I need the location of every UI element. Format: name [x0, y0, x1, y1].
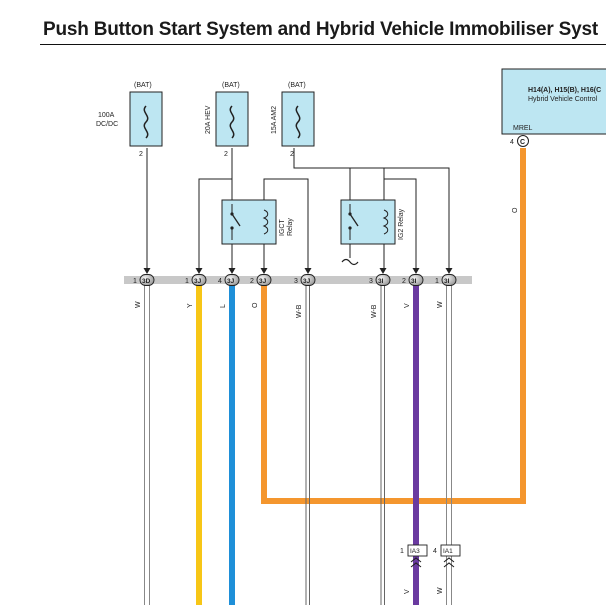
junction-connector-3j-3: 3 3J W-B	[294, 268, 316, 318]
junction-pin-number: 1	[435, 278, 439, 285]
igct-relay-label-b: Relay	[287, 218, 294, 236]
junction-connector-3i-3: 3 3I W-B	[369, 268, 391, 318]
wire-label-w-b: W-B	[371, 304, 378, 318]
junction-arrow-icon	[260, 268, 268, 274]
fuse-20a-icon	[229, 105, 235, 139]
fuse-20a-hev: (BAT) 20A HEV 2	[205, 82, 249, 158]
junction-connector-3d-1: 1 3D W	[133, 268, 155, 308]
ecu-wire-label: O	[512, 207, 519, 213]
junction-connector-id: 3D	[142, 278, 151, 285]
junction-connector-3j-1: 1 3J Y	[185, 268, 207, 308]
junction-bus-bar	[124, 276, 472, 284]
title-divider	[40, 44, 606, 45]
wire-w-b-3j	[305, 285, 310, 605]
junction-arrow-icon	[445, 268, 453, 274]
wire-label-w: W	[135, 301, 142, 308]
ecu-connector: C	[520, 139, 525, 146]
junction-connector-id: 3I	[444, 278, 450, 285]
junction-pin-number: 1	[185, 278, 189, 285]
ig2-relay-label: IG2 Relay	[398, 208, 405, 240]
junction-connector-3i-1: 1 3I W	[435, 268, 457, 308]
wire-o-loop	[261, 148, 526, 504]
ig2-coil-icon	[382, 209, 389, 235]
junction-connector-id: 3J	[194, 278, 202, 285]
fuse-100a-label-a: 100A	[98, 112, 115, 119]
ecu-terminal: MREL	[513, 125, 533, 132]
junction-arrow-icon	[228, 268, 236, 274]
wire-label-v: V	[404, 589, 411, 594]
junction-connector-id: 3J	[227, 278, 235, 285]
connector-chevron-icon	[443, 557, 455, 568]
junction-arrow-icon	[379, 268, 387, 274]
wire-label-l: L	[220, 304, 227, 308]
fuse-100a-label-b: DC/DC	[96, 121, 118, 128]
hybrid-vehicle-control-ecu: H14(A), H15(B), H16(C Hybrid Vehicle Con…	[501, 68, 606, 147]
junction-pin-number: 2	[402, 278, 406, 285]
fuse-100a-source: (BAT)	[134, 82, 152, 89]
ecu-pin: 4	[510, 139, 514, 146]
junction-pin-number: 3	[369, 278, 373, 285]
wire-label-o: O	[252, 302, 259, 308]
junction-connector-id: 3J	[259, 278, 267, 285]
junction-pin-number: 2	[250, 278, 254, 285]
wire-w-3d	[144, 285, 150, 605]
ecu-title: H14(A), H15(B), H16(C	[528, 87, 601, 94]
junction-arrow-icon	[143, 268, 151, 274]
wire-label-y: Y	[187, 303, 194, 308]
fuse-100a-pin: 2	[139, 151, 143, 158]
connector-id: IA3	[410, 548, 420, 555]
ecu-subtitle: Hybrid Vehicle Control	[528, 96, 598, 103]
junction-arrow-icon	[412, 268, 420, 274]
igct-relay: IGCT Relay	[221, 199, 294, 245]
fuse-100a-icon	[143, 105, 149, 139]
fuse-15a-icon	[295, 105, 301, 139]
fuse-15a-pin: 2	[290, 151, 294, 158]
junction-arrow-icon	[195, 268, 203, 274]
fuse-20a-source: (BAT)	[222, 82, 240, 89]
fuse-15a-label: 15A AM2	[271, 106, 278, 134]
fuse-20a-label: 20A HEV	[205, 105, 212, 134]
connector-pin-number: 1	[400, 548, 404, 555]
junction-pin-number: 3	[294, 278, 298, 285]
upstream-wiring	[146, 148, 450, 270]
junction-connector-id: 3I	[378, 278, 384, 285]
junction-pin-number: 1	[133, 278, 137, 285]
junction-connectors: 1 3D W 1 3J Y 4 3J L 2 3J O 3 3J W-B 3 3I W-B 2 3I V 1 3I W	[133, 268, 457, 318]
junction-connector-3j-2: 2 3J O	[250, 268, 272, 308]
igct-coil-icon	[262, 209, 269, 235]
junction-connector-3j-4: 4 3J L	[218, 268, 240, 308]
connector-id: IA1	[443, 548, 453, 555]
wire-label-w-b: W-B	[296, 304, 303, 318]
wire-label-v: V	[404, 303, 411, 308]
connector-pin-number: 4	[433, 548, 437, 555]
junction-arrow-icon	[304, 268, 312, 274]
junction-connector-id: 3I	[411, 278, 417, 285]
fuse-20a-pin: 2	[224, 151, 228, 158]
wire-w-3i	[446, 285, 452, 605]
wire-label-w: W	[437, 301, 444, 308]
wire-label-w: W	[437, 587, 444, 594]
harness-wires	[144, 148, 526, 605]
junction-pin-number: 4	[218, 278, 222, 285]
wire-w-b-3i	[380, 285, 385, 605]
fuse-100a-dcdc: (BAT) 100A DC/DC 2	[96, 82, 163, 158]
igct-relay-label-a: IGCT	[279, 219, 286, 236]
junction-connector-3i-2: 2 3I V	[402, 268, 424, 308]
page-title: Push Button Start System and Hybrid Vehi…	[43, 19, 598, 40]
connector-chevron-icon	[410, 557, 422, 568]
junction-connector-id: 3J	[303, 278, 311, 285]
fuse-15a-am2: (BAT) 15A AM2 2	[271, 82, 315, 158]
fuse-15a-source: (BAT)	[288, 82, 306, 89]
ground-symbol	[341, 258, 359, 266]
ig2-relay: IG2 Relay	[340, 199, 405, 245]
